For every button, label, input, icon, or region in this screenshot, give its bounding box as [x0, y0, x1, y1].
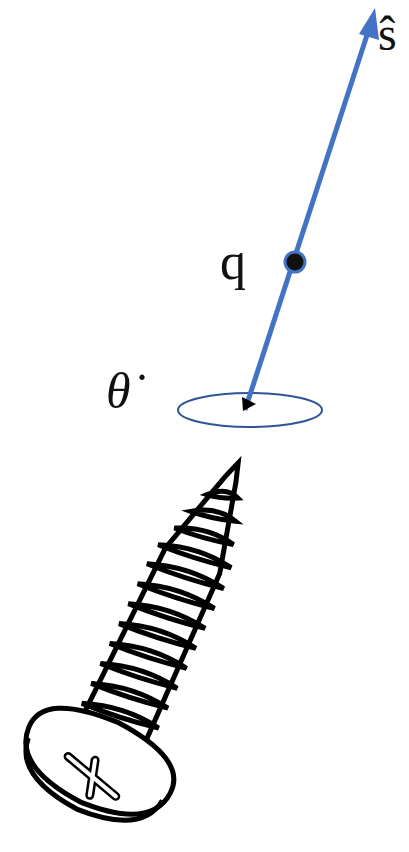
point-q: [285, 252, 305, 272]
thread-stroke: [207, 484, 239, 507]
screw-shank: [81, 448, 269, 747]
rate-label: θ̇: [106, 366, 131, 416]
screw-head-rim: [10, 738, 163, 840]
screw-threads: [82, 473, 262, 737]
point-label: q: [220, 236, 246, 288]
screw-head: [9, 689, 188, 835]
screw-figure: [6, 430, 309, 842]
thread-stroke: [191, 501, 237, 531]
axis-arrowhead: [359, 8, 379, 40]
screw-slot: [57, 749, 126, 805]
screw-axis-line: [245, 32, 368, 410]
rotation-arrowhead: [242, 397, 256, 411]
thread-stroke: [174, 517, 234, 553]
axis-label: ŝ: [378, 10, 397, 58]
screw-slot-inner: [57, 749, 126, 805]
